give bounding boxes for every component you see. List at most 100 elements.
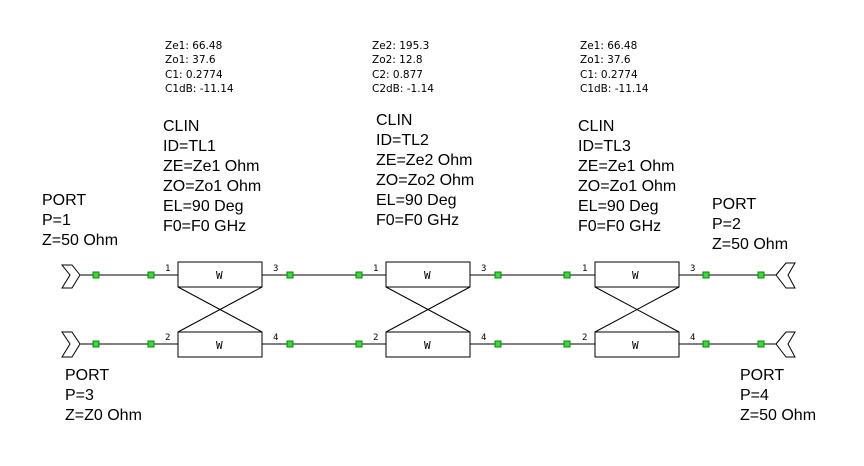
line-symbol: W: [424, 269, 431, 282]
equation-ze1: Ze1: 66.48: [580, 40, 637, 52]
element-type: CLIN: [376, 112, 412, 129]
line-box-top[interactable]: [594, 261, 680, 288]
port-label-p2: PORT P=2 Z=50 Ohm: [712, 196, 788, 253]
pin-label: 2: [582, 333, 587, 343]
equation-zo1: Zo1: 37.6: [580, 54, 631, 66]
element-el: EL=90 Deg: [163, 198, 244, 215]
line-symbol: W: [216, 339, 223, 352]
port-impedance: Z=Z0 Ohm: [65, 407, 142, 424]
coupling-cross: [594, 286, 680, 333]
pin-label: 2: [373, 333, 378, 343]
pin-label: 4: [273, 333, 278, 343]
connection-node[interactable]: [147, 340, 155, 348]
nodes: [92, 271, 765, 348]
pin-label: 4: [690, 333, 695, 343]
equation-c1db: C1dB: -11.14: [165, 83, 234, 95]
element-label-tl2: CLIN ID=TL2 ZE=Ze2 Ohm ZO=Zo2 Ohm EL=90 …: [376, 112, 474, 229]
pin-label: 3: [481, 264, 486, 274]
element-zo: ZO=Zo1 Ohm: [163, 178, 261, 195]
port-symbol-p3[interactable]: [61, 331, 81, 358]
connection-node[interactable]: [757, 271, 765, 279]
connection-node[interactable]: [286, 271, 294, 279]
connection-node[interactable]: [563, 271, 571, 279]
pin-label: 1: [165, 264, 170, 274]
element-zo: ZO=Zo1 Ohm: [578, 178, 676, 195]
pin-label: 3: [690, 264, 695, 274]
coupler-tl1[interactable]: W W 1 2 3 4: [165, 261, 278, 358]
connection-node[interactable]: [286, 340, 294, 348]
equation-zo1: Zo1: 37.6: [165, 54, 216, 66]
element-el: EL=90 Deg: [578, 198, 659, 215]
connection-node[interactable]: [702, 340, 710, 348]
port-symbol-p1[interactable]: [60, 264, 81, 289]
port-symbol[interactable]: [60, 264, 81, 289]
port-symbol-p4[interactable]: [775, 331, 796, 358]
pin-label: 4: [481, 333, 486, 343]
element-label-tl1: CLIN ID=TL1 ZE=Ze1 Ohm ZO=Zo1 Ohm EL=90 …: [163, 118, 261, 235]
element-zo: ZO=Zo2 Ohm: [376, 172, 474, 189]
equation-block-tl3: Ze1: 66.48 Zo1: 37.6 C1: 0.2774 C1dB: -1…: [580, 40, 649, 95]
element-f0: F0=F0 GHz: [376, 212, 459, 229]
element-ze: ZE=Ze2 Ohm: [376, 152, 472, 169]
port-number: P=2: [712, 216, 741, 233]
port-symbol[interactable]: [775, 331, 796, 358]
connection-node[interactable]: [702, 271, 710, 279]
equation-c2: C2: 0.877: [372, 69, 423, 81]
element-f0: F0=F0 GHz: [578, 218, 661, 235]
line-symbol: W: [424, 339, 431, 352]
element-ze: ZE=Ze1 Ohm: [163, 158, 259, 175]
port-type: PORT: [712, 196, 756, 213]
port-label-p1: PORT P=1 Z=50 Ohm: [42, 192, 118, 249]
line-box-bottom[interactable]: [594, 331, 680, 358]
line-box-bottom[interactable]: [385, 331, 471, 358]
element-f0: F0=F0 GHz: [163, 218, 246, 235]
pin-label: 3: [273, 264, 278, 274]
equation-c2db: C2dB: -1.14: [372, 83, 434, 95]
line-box-top[interactable]: [177, 261, 263, 288]
connection-node[interactable]: [355, 340, 363, 348]
equation-block-tl1: Ze1: 66.48 Zo1: 37.6 C1: 0.2774 C1dB: -1…: [165, 40, 234, 95]
element-type: CLIN: [578, 118, 614, 135]
port-type: PORT: [740, 367, 784, 384]
element-type: CLIN: [163, 118, 199, 135]
element-el: EL=90 Deg: [376, 192, 457, 209]
element-id: ID=TL2: [376, 132, 429, 149]
connection-node[interactable]: [757, 340, 765, 348]
coupler-tl2[interactable]: W W 1 2 3 4: [373, 261, 486, 358]
equation-c1db: C1dB: -11.14: [580, 83, 649, 95]
element-label-tl3: CLIN ID=TL3 ZE=Ze1 Ohm ZO=Zo1 Ohm EL=90 …: [578, 118, 676, 235]
connection-node[interactable]: [92, 340, 100, 348]
equation-ze1: Ze1: 66.48: [165, 40, 222, 52]
port-symbol[interactable]: [775, 262, 796, 289]
line-box-bottom[interactable]: [177, 331, 263, 358]
port-label-p3: PORT P=3 Z=Z0 Ohm: [65, 367, 142, 424]
port-symbol[interactable]: [61, 331, 81, 358]
pin-label: 1: [373, 264, 378, 274]
pin-label: 2: [165, 333, 170, 343]
coupler-tl3[interactable]: W W 1 2 3 4: [582, 261, 695, 358]
element-ze: ZE=Ze1 Ohm: [578, 158, 674, 175]
connection-node[interactable]: [563, 340, 571, 348]
coupling-cross: [385, 286, 471, 333]
equation-ze2: Ze2: 195.3: [372, 40, 429, 52]
port-symbol-p2[interactable]: [775, 262, 796, 289]
connection-node[interactable]: [147, 271, 155, 279]
element-id: ID=TL3: [578, 138, 631, 155]
line-symbol: W: [632, 269, 639, 282]
pin-label: 1: [582, 264, 587, 274]
connection-node[interactable]: [355, 271, 363, 279]
connection-node[interactable]: [494, 340, 502, 348]
line-symbol: W: [216, 269, 223, 282]
connection-node[interactable]: [494, 271, 502, 279]
port-number: P=3: [65, 387, 94, 404]
line-box-top[interactable]: [385, 261, 471, 288]
port-impedance: Z=50 Ohm: [740, 407, 816, 424]
equation-block-tl2: Ze2: 195.3 Zo2: 12.8 C2: 0.877 C2dB: -1.…: [372, 40, 434, 95]
equation-zo2: Zo2: 12.8: [372, 54, 423, 66]
equation-c1: C1: 0.2774: [165, 69, 223, 81]
port-label-p4: PORT P=4 Z=50 Ohm: [740, 367, 816, 424]
port-impedance: Z=50 Ohm: [712, 236, 788, 253]
connection-node[interactable]: [92, 271, 100, 279]
coupling-cross: [177, 286, 263, 333]
